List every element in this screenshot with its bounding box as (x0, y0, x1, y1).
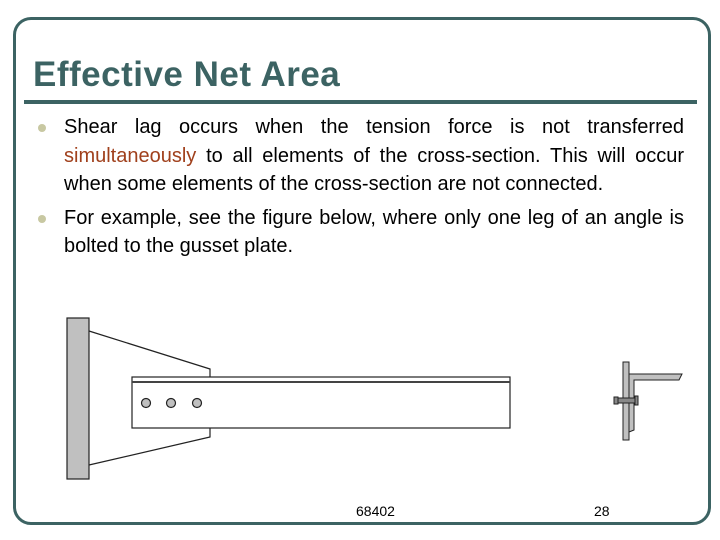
bolt-head (613, 396, 619, 405)
bolt-icon (191, 397, 203, 409)
bullet-list: Shear lag occurs when the tension force … (38, 113, 684, 266)
bullet-text: For example, see the figure below, where… (64, 206, 684, 258)
bolt-shank (616, 397, 637, 404)
bullet-text-start: Shear lag occurs when the tension force … (64, 116, 684, 138)
bullet-dot-icon (38, 214, 46, 223)
bolt-nut (634, 395, 639, 406)
title-underline (24, 100, 697, 104)
gusset-plate-bottom-edge (88, 428, 211, 466)
bolt-icon (140, 397, 152, 409)
bullet-item: For example, see the figure below, where… (38, 204, 684, 261)
slide-frame (13, 17, 711, 525)
bullet-item: Shear lag occurs when the tension force … (38, 113, 684, 199)
angle-section (628, 373, 683, 433)
end-view-diagram (613, 361, 683, 441)
bullet-text-end: to all elements of the cross-section. Th… (64, 144, 684, 196)
side-view-diagram (66, 317, 511, 480)
gusset-plate-top-edge (88, 330, 211, 377)
footer-course-code: 68402 (356, 503, 395, 519)
support-plate (66, 317, 90, 480)
bolt-icon (165, 397, 177, 409)
page-number: 28 (594, 503, 610, 519)
highlighted-term: simultaneously (64, 144, 197, 167)
angle-member (131, 376, 511, 429)
slide-title: Effective Net Area (33, 55, 341, 94)
bullet-dot-icon (38, 124, 46, 132)
